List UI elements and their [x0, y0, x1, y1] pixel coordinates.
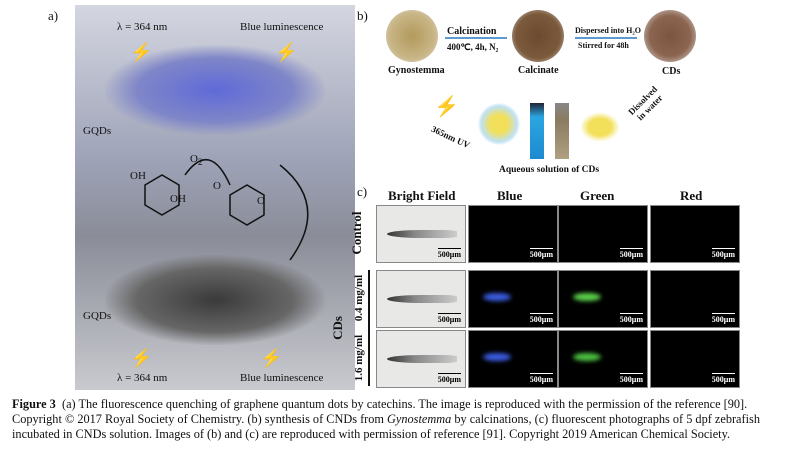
cds-bracket — [368, 270, 370, 386]
cuvette-daylight — [555, 103, 569, 159]
zebrafish-image-r1-c0: 500μm — [376, 270, 466, 328]
row-label-1-6: 1.6 mg/ml — [353, 334, 365, 382]
zebrafish — [387, 295, 457, 303]
scale-bar: 500μm — [437, 375, 461, 384]
scale-bar: 500μm — [619, 250, 643, 259]
gray-lightning-icon: ⚡ — [260, 348, 283, 368]
scale-bar: 500μm — [529, 250, 553, 259]
gqd-sheet-gray — [105, 255, 325, 345]
cuvette-uv — [530, 103, 544, 159]
oh-label-1: OH — [130, 170, 146, 182]
cds-particles — [580, 112, 620, 142]
caption-b: (b) — [247, 412, 262, 426]
cds-label: CDs — [662, 66, 681, 77]
zebrafish-image-r1-c2: 500μm — [558, 270, 648, 328]
row-label-0-4: 0.4 mg/ml — [353, 274, 365, 322]
step1-bottom: 400℃, 4h, N₂ — [447, 42, 499, 52]
uv-lightning-icon-b: ⚡ — [434, 96, 459, 118]
gynostemma-photo — [386, 10, 438, 62]
col-green: Green — [580, 188, 615, 203]
scale-bar: 500μm — [529, 375, 553, 384]
col-bright-field: Bright Field — [388, 188, 456, 203]
row-label-cds: CDs — [330, 316, 345, 340]
o2: O — [190, 153, 198, 165]
panel-b-label: b) — [357, 8, 368, 23]
zebrafish-image-r2-c3: 500μm — [650, 330, 740, 388]
fluorescence-signal — [483, 353, 511, 361]
step1-top: Calcination — [447, 26, 497, 37]
fluorescence-signal — [573, 293, 601, 301]
zebrafish — [387, 355, 457, 363]
catechin-reaction-diagram — [144, 158, 309, 261]
scale-bar: 500μm — [529, 315, 553, 324]
aqueous-label: Aqueous solution of CDs — [499, 165, 600, 175]
zebrafish-image-r0-c3: 500μm — [650, 205, 740, 263]
uv-lightning-icon-bottom: ⚡ — [130, 348, 153, 368]
uv-lightning-icon: ⚡ — [130, 42, 153, 62]
caption-t2: synthesis of CNDs from — [261, 412, 388, 426]
o2-label: O2 — [190, 153, 203, 167]
calcinate-photo — [512, 10, 564, 62]
zebrafish-image-r1-c1: 500μm — [468, 270, 558, 328]
zebrafish-image-r2-c0: 500μm — [376, 330, 466, 388]
caption-t3: by calcinations, — [451, 412, 535, 426]
step2-top: Dispersed into H₂O — [575, 26, 641, 35]
figure-caption: Figure 3 (a) The fluorescence quenching … — [12, 397, 787, 442]
gqd-sheet-blue — [105, 45, 325, 135]
zebrafish-image-r0-c2: 500μm — [558, 205, 648, 263]
step2-bottom: Stirred for 48h — [578, 41, 629, 50]
caption-gyn: Gynostemma — [387, 412, 452, 426]
scale-bar: 500μm — [711, 250, 735, 259]
panel-a-graphene-quenching: λ = 364 nm Blue luminescence ⚡ ⚡ GQDs O2… — [75, 5, 355, 390]
cds-cluster-fluorescent — [478, 103, 520, 145]
caption-c: (c) — [534, 412, 549, 426]
scale-bar: 500μm — [711, 315, 735, 324]
arrow-step2 — [575, 37, 637, 39]
blue-lightning-icon: ⚡ — [275, 42, 298, 62]
oh-label-2: OH — [170, 193, 186, 205]
scale-bar: 500μm — [619, 315, 643, 324]
fluorescence-signal — [483, 293, 511, 301]
zebrafish-image-r1-c3: 500μm — [650, 270, 740, 328]
gqds-top-label: GQDs — [83, 125, 112, 137]
caption-t1: The fluorescence quenching of graphene q… — [12, 397, 748, 426]
calcinate-label: Calcinate — [518, 65, 559, 76]
scale-bar: 500μm — [437, 250, 461, 259]
lambda-bottom: λ = 364 nm — [117, 372, 168, 384]
row-label-control: Control — [349, 211, 364, 255]
zebrafish-image-r0-c0: 500μm — [376, 205, 466, 263]
caption-a: (a) — [62, 397, 76, 411]
caption-t4: fluorescent photographs of 5 dpf zebrafi… — [12, 412, 760, 441]
scale-bar: 500μm — [437, 315, 461, 324]
cds-photo — [644, 10, 696, 62]
lum-top: Blue luminescence — [240, 21, 324, 33]
caption-fig: Figure 3 — [12, 397, 56, 411]
zebrafish-image-r0-c1: 500μm — [468, 205, 558, 263]
o-label-1: O — [213, 180, 221, 192]
panel-a-label: a) — [48, 8, 59, 23]
lambda-top: λ = 364 nm — [117, 21, 168, 33]
col-blue: Blue — [497, 188, 523, 203]
o-label-2: O — [257, 195, 265, 207]
fluorescence-signal — [573, 353, 601, 361]
gynostemma-label: Gynostemma — [388, 65, 445, 76]
zebrafish-image-r2-c2: 500μm — [558, 330, 648, 388]
lum-bottom: Blue luminescence — [240, 372, 324, 384]
col-red: Red — [680, 188, 703, 203]
panel-c-label: c) — [357, 184, 368, 199]
o2-sub: 2 — [197, 157, 203, 168]
zebrafish — [387, 230, 457, 238]
gqds-bottom-label: GQDs — [83, 310, 112, 322]
scale-bar: 500μm — [619, 375, 643, 384]
scale-bar: 500μm — [711, 375, 735, 384]
uv-label: 365nm UV — [429, 123, 472, 151]
zebrafish-image-r2-c1: 500μm — [468, 330, 558, 388]
arrow-step1 — [445, 37, 507, 39]
